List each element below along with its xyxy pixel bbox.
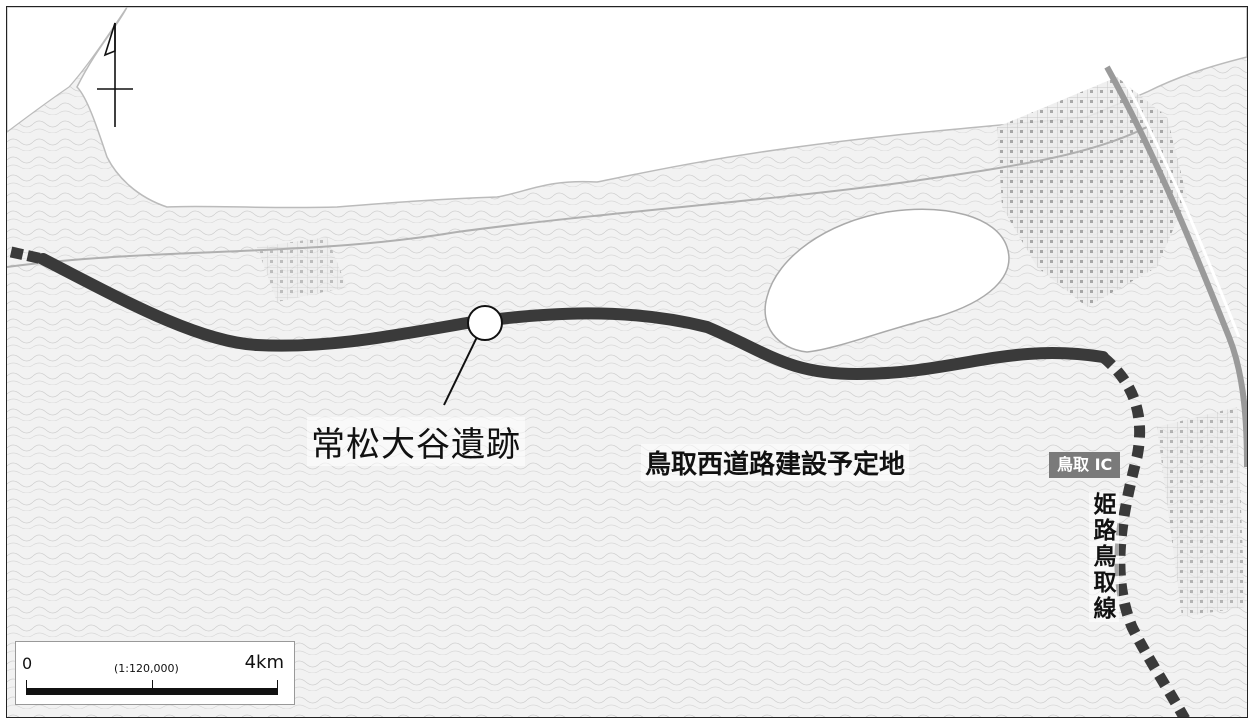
urban-area-south [1157,407,1245,617]
existing-line-label: 姫路鳥取線 [1089,492,1119,622]
existing-line-himeji-tottori [1099,352,1190,717]
scale-ratio-label: (1:120,000) [114,662,179,675]
scale-bar [26,688,278,695]
map-frame: 常松大谷遺跡 鳥取西道路建設予定地 鳥取 IC 姫路鳥取線 0 (1:120,0… [6,6,1248,718]
site-leader-line [443,336,478,406]
north-arrow-icon [97,22,133,127]
river-inner [1115,66,1241,338]
river [1104,65,1247,468]
scale-tick-mid [152,680,153,690]
interchange-badge: 鳥取 IC [1049,452,1121,478]
site-marker [467,305,503,341]
topographic-map [7,7,1247,717]
site-label: 常松大谷遺跡 [307,417,525,466]
scale-zero-label: 0 [22,654,33,673]
scale-tick-end [277,680,278,690]
coastal-road [7,126,1148,268]
planned-route [37,253,1109,381]
urban-area-west [257,237,347,302]
scale-max-label: 4km [244,652,284,673]
scale-tick-start [26,680,27,690]
scale-bar-box: 0 (1:120,000) 4km [15,641,295,705]
lake [764,208,1010,353]
planned-road-label: 鳥取西道路建設予定地 [641,444,910,481]
